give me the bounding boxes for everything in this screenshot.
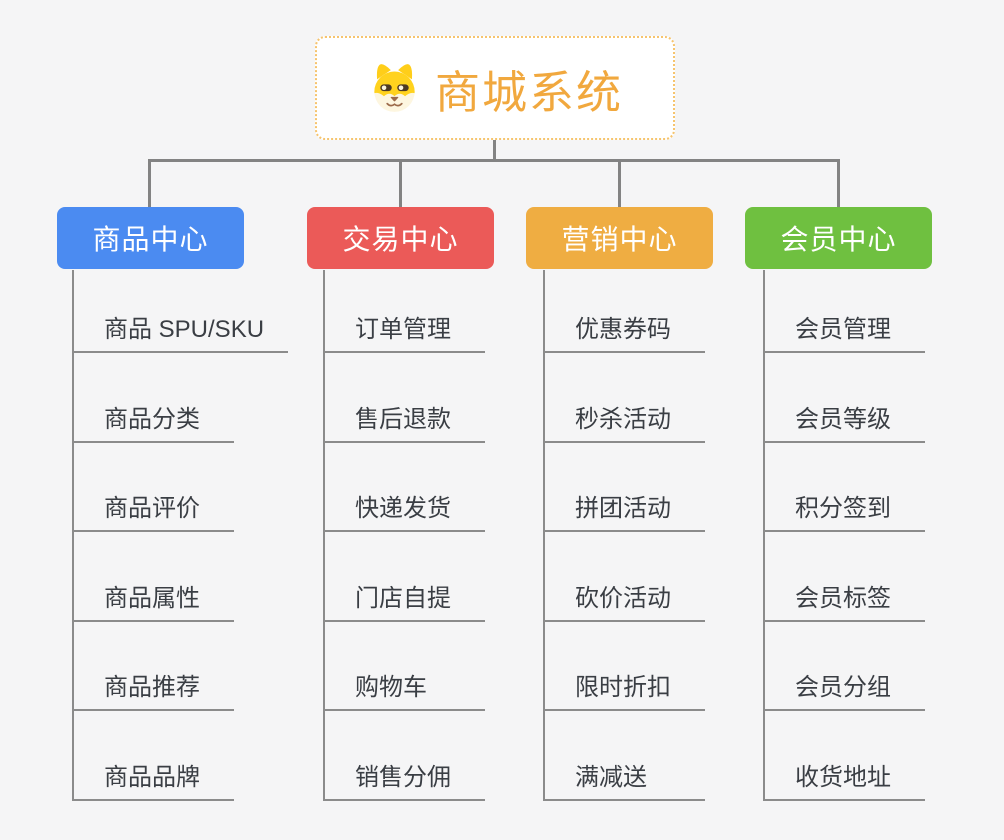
child-topic[interactable]: 限时折扣 [545, 622, 705, 712]
child-topic[interactable]: 会员分组 [765, 622, 925, 712]
child-topic[interactable]: 订单管理 [325, 270, 485, 353]
child-topic[interactable]: 商品评价 [74, 443, 234, 533]
branch-node-product-center[interactable]: 商品中心 [57, 207, 244, 269]
connector-drop-line [399, 160, 402, 208]
child-topic[interactable]: 商品品牌 [74, 711, 234, 801]
connector-drop-line [837, 160, 840, 208]
child-topic[interactable]: 商品 SPU/SKU [74, 270, 289, 353]
branch-children-marketing-center: 优惠券码 秒杀活动 拼团活动 砍价活动 限时折扣 满减送 [543, 270, 705, 801]
branch-children-product-center: 商品 SPU/SKU 商品分类 商品评价 商品属性 商品推荐 商品品牌 [72, 270, 289, 801]
shiba-dog-icon [374, 63, 415, 112]
child-topic[interactable]: 秒杀活动 [545, 353, 705, 443]
child-topic[interactable]: 门店自提 [325, 532, 485, 622]
root-node-mall-system[interactable]: 商城系统 [315, 36, 675, 140]
child-topic[interactable]: 积分签到 [765, 443, 925, 533]
child-topic[interactable]: 会员标签 [765, 532, 925, 622]
connector-drop-line [618, 160, 621, 208]
child-topic[interactable]: 拼团活动 [545, 443, 705, 533]
connector-root-stub [493, 140, 496, 161]
branch-children-trade-center: 订单管理 售后退款 快递发货 门店自提 购物车 销售分佣 [323, 270, 485, 801]
child-topic[interactable]: 商品属性 [74, 532, 234, 622]
child-topic[interactable]: 商品推荐 [74, 622, 234, 712]
branch-node-member-center[interactable]: 会员中心 [745, 207, 932, 269]
child-topic[interactable]: 快递发货 [325, 443, 485, 533]
connector-bus-line [148, 159, 840, 162]
branch-children-member-center: 会员管理 会员等级 积分签到 会员标签 会员分组 收货地址 [763, 270, 925, 801]
child-topic[interactable]: 购物车 [325, 622, 485, 712]
child-topic[interactable]: 砍价活动 [545, 532, 705, 622]
child-topic[interactable]: 销售分佣 [325, 711, 485, 801]
branch-node-trade-center[interactable]: 交易中心 [307, 207, 494, 269]
child-topic[interactable]: 售后退款 [325, 353, 485, 443]
child-topic[interactable]: 优惠券码 [545, 270, 705, 353]
child-topic[interactable]: 满减送 [545, 711, 705, 801]
child-topic[interactable]: 商品分类 [74, 353, 234, 443]
connector-drop-line [148, 160, 151, 208]
branch-node-marketing-center[interactable]: 营销中心 [526, 207, 713, 269]
root-title: 商城系统 [434, 66, 623, 118]
child-topic[interactable]: 会员管理 [765, 270, 925, 353]
child-topic[interactable]: 会员等级 [765, 353, 925, 443]
child-topic[interactable]: 收货地址 [765, 711, 925, 801]
